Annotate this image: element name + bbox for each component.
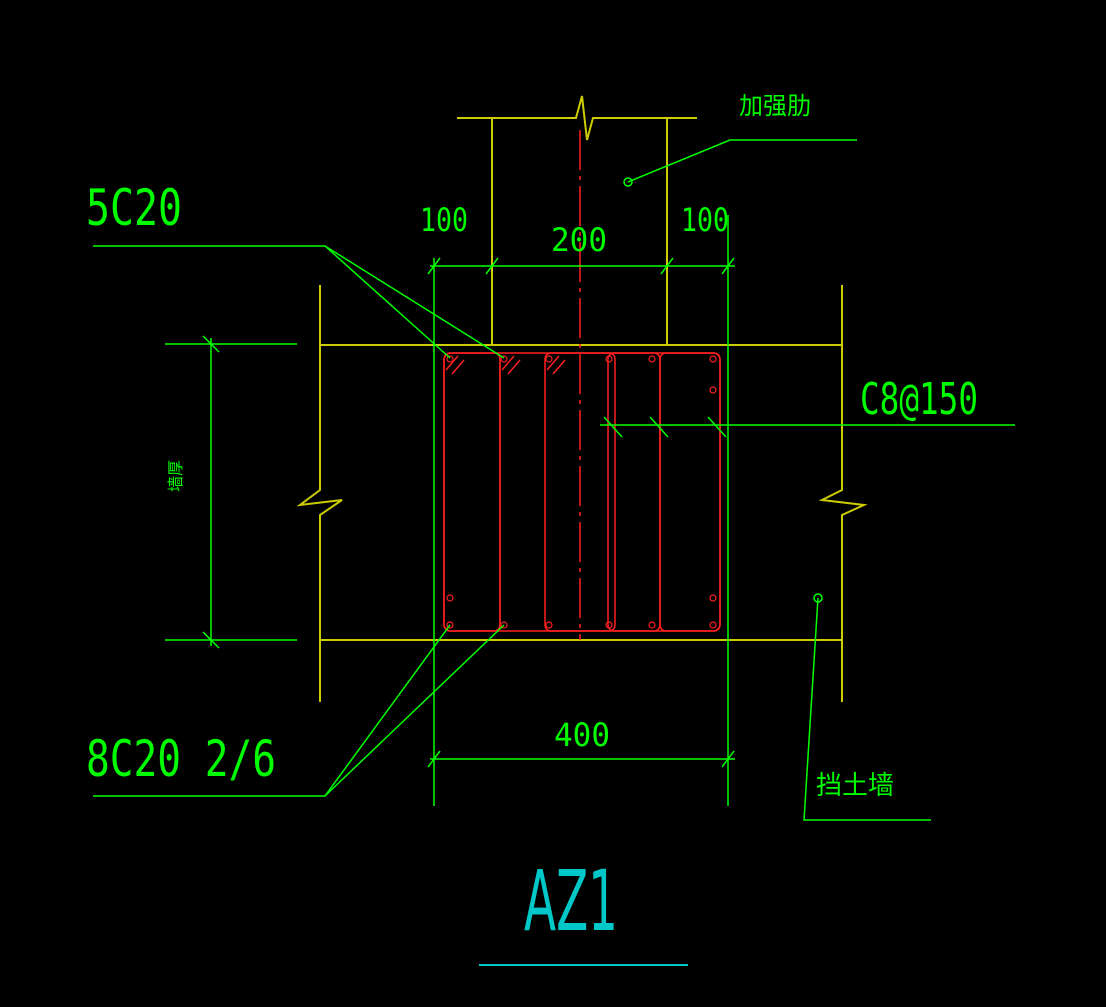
outer-stirrup: [443, 352, 721, 632]
dim-right-offset: 100: [681, 201, 729, 239]
wall-outline: [296, 95, 868, 702]
tie-4: [659, 352, 721, 632]
dimension-bottom: [427, 750, 735, 768]
dim-total-width: 400: [554, 716, 610, 754]
dimension-top: [427, 257, 735, 275]
dim-rib-width: 200: [551, 221, 607, 259]
rib-label: 加强肋: [739, 92, 811, 120]
extension-lines: [165, 215, 729, 806]
retaining-wall-label: 挡土墙: [816, 771, 894, 801]
dimension-wall-thickness: [202, 335, 220, 649]
stirrups-label: C8@150: [860, 374, 978, 425]
dim-left-offset: 100: [420, 201, 468, 239]
wall-thickness-label: 墙厚: [166, 460, 185, 492]
rebar-bars: [446, 355, 717, 629]
tie-1: [443, 352, 501, 632]
leaders: [93, 139, 1015, 821]
top-bars-label: 5C20: [86, 179, 182, 237]
bottom-bars-label: 8C20 2/6: [86, 730, 276, 788]
tie-3: [607, 352, 661, 632]
rib-break-line: [457, 95, 697, 141]
reinforcement: [443, 352, 721, 632]
wall-right-break: [818, 285, 868, 702]
wall-left-break: [296, 285, 343, 702]
tie-2: [544, 352, 616, 632]
drawing-title: AZ1: [524, 852, 618, 950]
